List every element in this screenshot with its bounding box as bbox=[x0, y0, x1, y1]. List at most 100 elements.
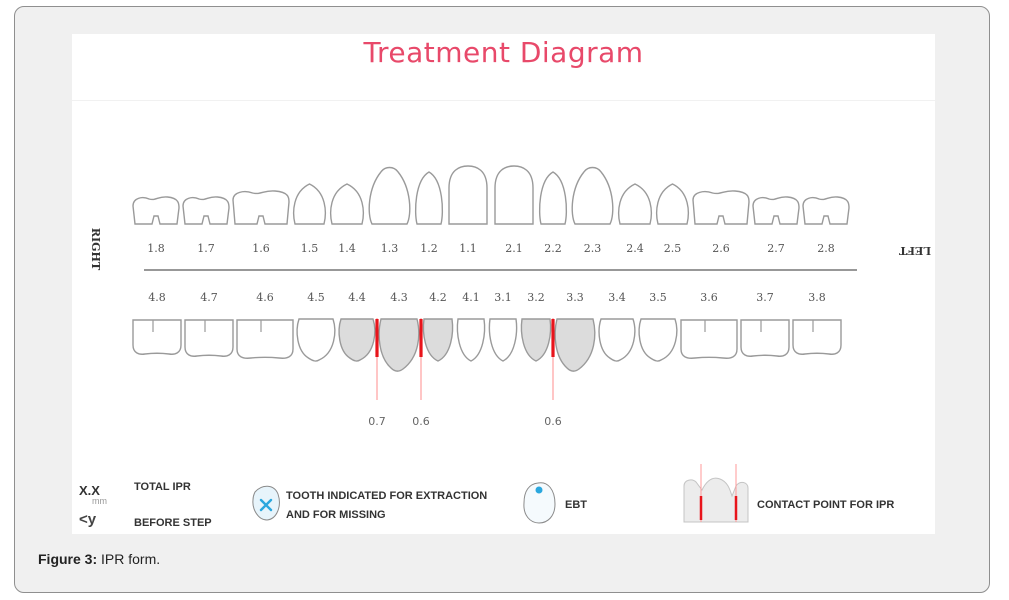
tooth-1-3: 1.3 bbox=[368, 166, 411, 255]
tooth-number-4-1: 4.1 bbox=[462, 291, 480, 304]
tooth-outline bbox=[236, 319, 294, 359]
tooth-outline bbox=[338, 318, 376, 362]
tooth-number-1-8: 1.8 bbox=[147, 242, 165, 255]
tooth-outline bbox=[692, 190, 750, 225]
tooth-4-4: 4.4 bbox=[338, 291, 376, 362]
tooth-number-2-1: 2.1 bbox=[505, 242, 523, 255]
tooth-3-3: 3.3 bbox=[554, 291, 596, 372]
ipr-amount-label: 0.6 bbox=[412, 415, 430, 428]
tooth-2-4: 2.4 bbox=[617, 183, 653, 255]
legend-mm-unit: mm bbox=[92, 496, 107, 506]
tooth-1-6: 1.6 bbox=[232, 190, 290, 255]
tooth-2-7: 2.7 bbox=[752, 196, 800, 255]
legend-before-step-label: BEFORE STEP bbox=[134, 517, 212, 529]
tooth-number-1-5: 1.5 bbox=[301, 242, 319, 255]
tooth-outline bbox=[292, 183, 327, 225]
ipr-amount-label: 0.7 bbox=[368, 415, 386, 428]
tooth-3-7: 3.7 bbox=[740, 291, 790, 357]
tooth-4-5: 4.5 bbox=[296, 291, 336, 362]
tooth-3-5: 3.5 bbox=[638, 291, 678, 362]
right-side-label: RIGHT bbox=[89, 228, 102, 271]
legend-y-symbol: <y bbox=[79, 511, 97, 528]
tooth-2-1: 2.1 bbox=[494, 165, 534, 255]
tooth-outline bbox=[617, 183, 653, 225]
upper-arch: 1.8 1.7 1.6 1.5 1.4 1.3 1.2 1.1 2.1 2.2 2.3 2.4 2.5 2… bbox=[132, 165, 850, 255]
tooth-outline bbox=[655, 183, 690, 225]
tooth-outline bbox=[488, 318, 518, 362]
tooth-outline bbox=[456, 318, 486, 362]
tooth-number-2-4: 2.4 bbox=[626, 242, 644, 255]
ipr-contact-2: 0.6 bbox=[412, 318, 430, 428]
tooth-1-5: 1.5 bbox=[292, 183, 327, 255]
tooth-outline bbox=[132, 319, 182, 355]
legend-extraction-line1: TOOTH INDICATED FOR EXTRACTION bbox=[286, 490, 488, 502]
tooth-outline bbox=[554, 318, 596, 372]
tooth-outline bbox=[132, 196, 180, 225]
ipr-contact-1: 0.7 bbox=[368, 318, 386, 428]
tooth-outline bbox=[538, 171, 568, 225]
tooth-2-6: 2.6 bbox=[692, 190, 750, 255]
tooth-number-3-7: 3.7 bbox=[756, 291, 774, 304]
tooth-outline bbox=[792, 319, 842, 355]
tooth-4-8: 4.8 bbox=[132, 291, 182, 355]
tooth-outline bbox=[184, 319, 234, 357]
tooth-4-2: 4.2 bbox=[422, 291, 454, 362]
tooth-number-2-3: 2.3 bbox=[584, 242, 602, 255]
tooth-outline bbox=[232, 190, 290, 225]
legend-total-ipr-symbol: X.X mm <y bbox=[79, 483, 107, 528]
tooth-number-3-5: 3.5 bbox=[649, 291, 667, 304]
tooth-3-1: 3.1 bbox=[488, 291, 518, 362]
ipr-markers: 0.7 0.6 0.6 bbox=[368, 318, 562, 428]
tooth-number-1-3: 1.3 bbox=[381, 242, 399, 255]
tooth-outline bbox=[802, 196, 850, 225]
tooth-number-4-6: 4.6 bbox=[256, 291, 274, 304]
diagram-title: Treatment Diagram bbox=[363, 36, 644, 69]
tooth-number-4-4: 4.4 bbox=[348, 291, 366, 304]
tooth-number-3-6: 3.6 bbox=[700, 291, 718, 304]
tooth-outline bbox=[296, 318, 336, 362]
tooth-number-1-4: 1.4 bbox=[338, 242, 356, 255]
tooth-outline bbox=[598, 318, 636, 362]
tooth-number-4-8: 4.8 bbox=[148, 291, 166, 304]
tooth-outline bbox=[571, 166, 614, 225]
tooth-3-2: 3.2 bbox=[520, 291, 552, 362]
tooth-2-8: 2.8 bbox=[802, 196, 850, 255]
tooth-outline bbox=[752, 196, 800, 225]
tooth-3-4: 3.4 bbox=[598, 291, 636, 362]
tooth-outline bbox=[520, 318, 552, 362]
tooth-outline bbox=[368, 166, 411, 225]
tooth-outline bbox=[494, 165, 534, 225]
figure-caption: Figure 3: IPR form. bbox=[38, 551, 160, 567]
legend-xx-symbol: X.X bbox=[79, 483, 100, 498]
left-side-label: LEFT bbox=[898, 244, 931, 257]
caption-text: IPR form. bbox=[97, 551, 161, 567]
ipr-amount-label: 0.6 bbox=[544, 415, 562, 428]
tooth-4-3: 4.3 bbox=[378, 291, 420, 372]
tooth-number-3-8: 3.8 bbox=[808, 291, 826, 304]
tooth-1-2: 1.2 bbox=[414, 171, 444, 255]
tooth-number-1-7: 1.7 bbox=[197, 242, 215, 255]
tooth-number-2-5: 2.5 bbox=[664, 242, 682, 255]
tooth-1-8: 1.8 bbox=[132, 196, 180, 255]
tooth-outline bbox=[329, 183, 365, 225]
tooth-number-3-1: 3.1 bbox=[494, 291, 512, 304]
tooth-number-1-1: 1.1 bbox=[459, 242, 477, 255]
tooth-3-8: 3.8 bbox=[792, 291, 842, 355]
tooth-1-7: 1.7 bbox=[182, 196, 230, 255]
tooth-number-2-2: 2.2 bbox=[544, 242, 562, 255]
legend-ebt-label: EBT bbox=[565, 499, 587, 511]
tooth-4-1: 4.1 bbox=[456, 291, 486, 362]
legend-total-ipr-label: TOTAL IPR bbox=[134, 481, 191, 493]
ebt-dot-icon bbox=[535, 486, 543, 494]
tooth-number-1-2: 1.2 bbox=[420, 242, 438, 255]
tooth-number-2-6: 2.6 bbox=[712, 242, 730, 255]
tooth-4-6: 4.6 bbox=[236, 291, 294, 359]
legend-contact-label: CONTACT POINT FOR IPR bbox=[757, 499, 895, 511]
tooth-outline bbox=[638, 318, 678, 362]
tooth-outline bbox=[414, 171, 444, 225]
tooth-number-2-8: 2.8 bbox=[817, 242, 835, 255]
tooth-2-5: 2.5 bbox=[655, 183, 690, 255]
tooth-outline bbox=[680, 319, 738, 359]
